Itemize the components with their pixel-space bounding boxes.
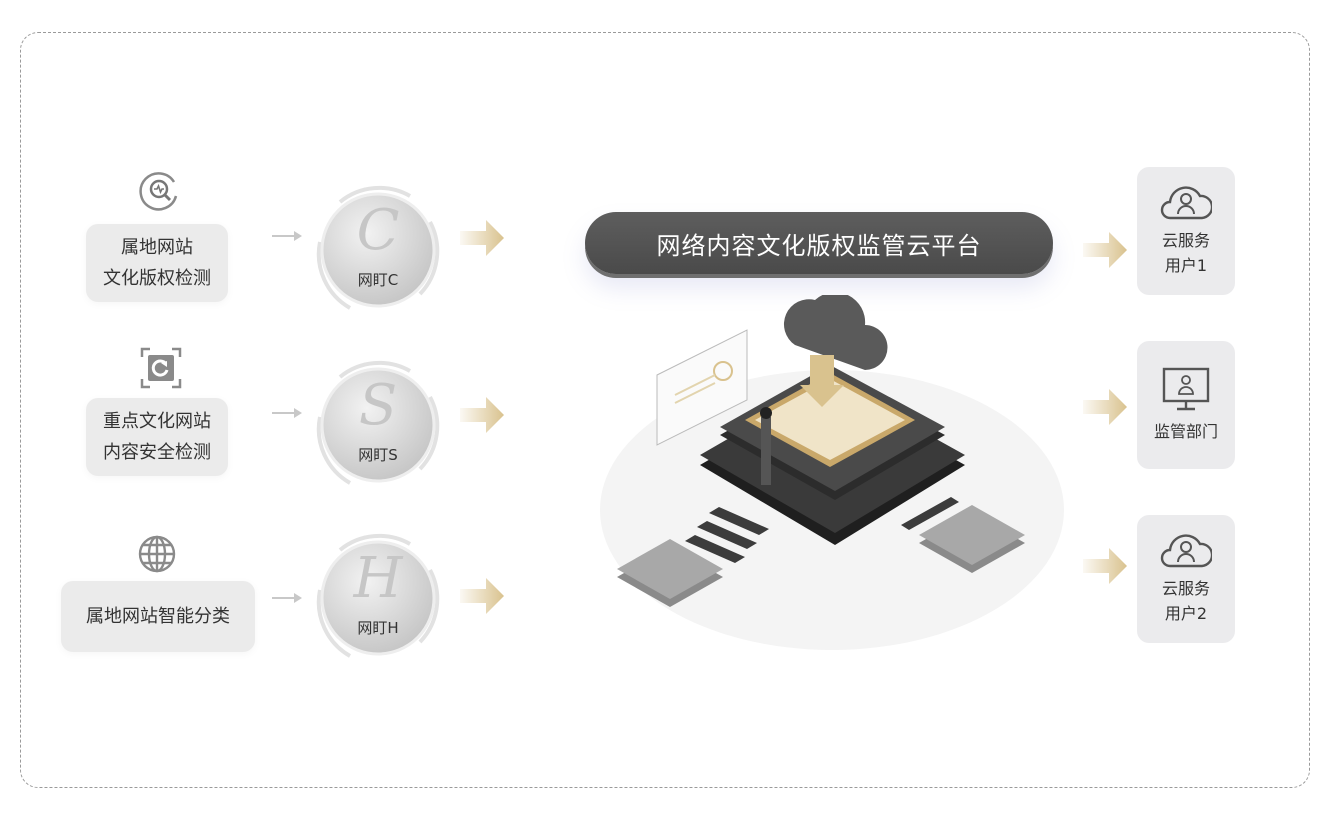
gold-arrow-icon: [1083, 232, 1127, 268]
input-box-classification: 属地网站智能分类: [61, 581, 255, 652]
gold-arrow-icon: [460, 397, 504, 433]
coin-label: 网盯H: [357, 619, 399, 637]
input-label-line: 内容安全检测: [103, 442, 211, 463]
cloud-user-icon: [1160, 534, 1212, 568]
coin-letter: S: [358, 375, 398, 437]
gold-arrow-icon: [1083, 389, 1127, 425]
output-label-line: 云服务: [1161, 579, 1210, 598]
coin-graphic: [316, 533, 440, 658]
chip-right: [919, 505, 1025, 573]
scan-refresh-icon: [140, 347, 182, 389]
magnify-pulse-icon: [139, 172, 178, 211]
coin-letter: C: [356, 200, 400, 262]
coin-graphic: [316, 360, 440, 485]
coin-letter: H: [353, 548, 403, 610]
coin-wangding-c: C 网盯C: [310, 182, 446, 318]
cloud-user-icon: [1160, 186, 1212, 220]
output-label-line: 用户2: [1164, 604, 1208, 623]
coin-label: 网盯S: [358, 446, 398, 464]
monitor-user-icon: [1162, 367, 1210, 410]
output-card-regulator: 监管部门: [1137, 341, 1235, 469]
coin-graphic: [316, 185, 440, 310]
input-label-line: 属地网站: [121, 237, 193, 258]
arrow-right-icon: [272, 408, 302, 418]
chip-left: [617, 539, 723, 607]
arrow-right-icon: [272, 231, 302, 241]
platform-title: 网络内容文化版权监管云平台: [585, 212, 1053, 274]
gold-arrow-icon: [460, 578, 504, 614]
output-card-cloud-user-2: 云服务 用户2: [1137, 515, 1235, 643]
output-label-line: 云服务: [1161, 231, 1210, 250]
input-box-security-detection: 重点文化网站 内容安全检测: [86, 398, 228, 476]
coin-wangding-h: H 网盯H: [310, 530, 446, 666]
gold-arrow-icon: [1083, 548, 1127, 584]
diagram-frame: [20, 32, 1310, 788]
coin-label: 网盯C: [357, 271, 399, 289]
coin-wangding-s: S 网盯S: [310, 357, 446, 493]
input-box-copyright-detection: 属地网站 文化版权检测: [86, 224, 228, 302]
output-label-line: 监管部门: [1153, 421, 1218, 441]
arrow-right-icon: [272, 593, 302, 603]
input-label-line: 重点文化网站: [103, 411, 211, 432]
input-label-line: 属地网站智能分类: [86, 606, 230, 627]
output-card-cloud-user-1: 云服务 用户1: [1137, 167, 1235, 295]
platform-illustration: [600, 295, 1064, 650]
globe-icon: [138, 535, 176, 573]
input-label-line: 文化版权检测: [103, 268, 211, 289]
gold-arrow-icon: [460, 220, 504, 256]
output-label-line: 用户1: [1164, 256, 1208, 275]
